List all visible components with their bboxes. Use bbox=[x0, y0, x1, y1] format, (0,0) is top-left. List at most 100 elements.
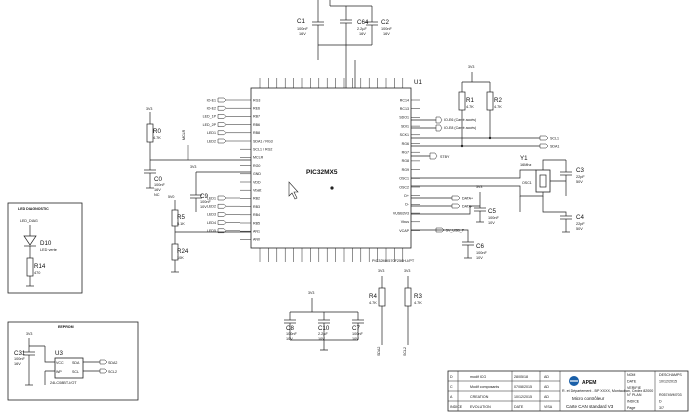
net-scl2[interactable]: SCL2 bbox=[99, 368, 117, 374]
scl2-vertical: SCL2 bbox=[403, 347, 407, 356]
mcu-right-pin-label: D+ bbox=[404, 194, 409, 198]
led-diagnostic-box: LED DIAGNOSTIC LED_DIAG D10 LED verte R1… bbox=[7, 202, 83, 294]
mcu-right-pin-label: RG7 bbox=[402, 151, 409, 155]
c6-ref: C6 bbox=[476, 243, 484, 250]
resistor-r5[interactable]: R5 5.1K bbox=[171, 200, 185, 232]
cap-c31[interactable]: C31 100nF 16V bbox=[14, 350, 35, 386]
r3-ref: R3 bbox=[414, 293, 422, 300]
tb-field-label: VERIFIE bbox=[627, 386, 642, 390]
eeprom-box-frame bbox=[7, 321, 139, 401]
mcu-right-pin-label: OSC1 bbox=[399, 177, 409, 181]
rev-by: VISA bbox=[544, 405, 553, 409]
left-lower-net-flag[interactable] bbox=[217, 195, 227, 201]
cap-c8[interactable]: C8 100nF 10V bbox=[284, 312, 297, 341]
r14-value: 470 bbox=[34, 271, 40, 275]
r3-supply: 3V3 bbox=[404, 269, 410, 273]
cap-c64[interactable]: C64 2.2µF 16V bbox=[329, 0, 369, 45]
inhibit-labels: IO-E6 (Carré accès) IO-E8 (Carré accès) bbox=[411, 116, 476, 132]
left-lower-net-label: LED1 bbox=[207, 196, 216, 200]
net-stby[interactable]: STBY bbox=[411, 152, 450, 160]
resistor-r4[interactable]: R4 4.7K bbox=[369, 276, 386, 318]
left-net-flag[interactable] bbox=[217, 105, 227, 111]
i2c-wires bbox=[411, 137, 540, 147]
c1-ref: C1 bbox=[297, 18, 305, 25]
resistor-r14[interactable]: R14 470 bbox=[26, 257, 46, 287]
left-net-flag[interactable] bbox=[217, 138, 227, 144]
led-d10[interactable]: D10 LED verte bbox=[23, 235, 57, 258]
cap-c6[interactable]: C6 100nF 10V bbox=[411, 229, 487, 260]
cap-c0[interactable]: C0 100nF 16V NC bbox=[144, 160, 165, 197]
right-net-flag[interactable] bbox=[539, 135, 549, 141]
crystal-y1[interactable]: Y1 16Mhz bbox=[520, 155, 551, 193]
cap-c2[interactable]: C2 100nF 16V bbox=[366, 6, 392, 45]
c3-ref: C3 bbox=[576, 167, 584, 174]
cap-c9[interactable]: C9 100nF 10V bbox=[190, 172, 211, 212]
resistor-r2[interactable]: R2 4.7K bbox=[486, 91, 502, 138]
mcu-right-pin-label: SDO1 bbox=[399, 116, 409, 120]
rev-text: EVOLUTION bbox=[470, 405, 491, 409]
left-net-flag[interactable] bbox=[217, 97, 227, 103]
c31-value: 100nF bbox=[14, 357, 25, 361]
mcu-left-pin-label: RB7 bbox=[253, 115, 260, 119]
tb-field-label: Page bbox=[627, 406, 635, 410]
pullup-supply: 3V3 bbox=[468, 65, 474, 69]
cap-c4[interactable]: C4 22pF 50V bbox=[542, 196, 585, 233]
tb-field-value: R05749/M703 bbox=[659, 393, 682, 397]
cap-c5[interactable]: C5 100nF 10V bbox=[474, 192, 499, 225]
cap-c3[interactable]: C3 22pF 50V bbox=[560, 160, 585, 196]
scl2-label: SCL2 bbox=[108, 370, 117, 374]
cap-c1[interactable]: C1 100nF 16V bbox=[297, 0, 324, 45]
left-lower-net-flag[interactable] bbox=[217, 228, 227, 234]
y1-value: 16Mhz bbox=[520, 163, 531, 167]
tb-field-label: NOM bbox=[627, 373, 635, 377]
left-lower-net-flag[interactable] bbox=[217, 203, 227, 209]
resistor-r3[interactable]: R3 4.7K bbox=[404, 276, 422, 318]
rev-index: C bbox=[450, 385, 453, 389]
resistor-r1[interactable]: R1 4.7K bbox=[458, 91, 474, 146]
cap-c7[interactable]: C7 100nF 10V bbox=[352, 312, 364, 341]
mcu-top-pins bbox=[259, 78, 404, 88]
eeprom-supply: 3V3 bbox=[26, 332, 32, 336]
tb-field-label: DATE bbox=[627, 380, 637, 384]
c3-voltage: 50V bbox=[576, 180, 583, 184]
c64-voltage: 16V bbox=[359, 32, 366, 36]
left-net-flag[interactable] bbox=[217, 114, 227, 119]
r1-value: 4.7K bbox=[466, 105, 474, 109]
left-lower-net-flag[interactable] bbox=[217, 212, 227, 217]
c8-voltage: 10V bbox=[286, 337, 293, 341]
c31-voltage: 16V bbox=[14, 362, 21, 366]
u3-pin-scl: SCL bbox=[72, 370, 79, 374]
right-net-flag[interactable] bbox=[539, 143, 549, 149]
resistor-r24[interactable]: R24 10K bbox=[171, 232, 189, 273]
left-net-flag[interactable] bbox=[217, 130, 227, 136]
company-note: R. et Département - BP XXXX, Montauban, … bbox=[562, 389, 653, 393]
c7-value: 100nF bbox=[352, 332, 363, 336]
left-lower-net-flag[interactable] bbox=[217, 220, 227, 225]
eeprom-box: EEPROM 3V3 C31 100nF 16V U3 VCC SDA WP S… bbox=[7, 321, 139, 401]
right-net-flag[interactable] bbox=[451, 195, 461, 201]
c8-ref: C8 bbox=[286, 325, 294, 332]
c64-value: 2.2µF bbox=[357, 27, 367, 31]
r0-value: 4.7K bbox=[153, 136, 161, 140]
eeprom-box-title: EEPROM bbox=[58, 325, 74, 329]
left-net-flag[interactable] bbox=[217, 122, 227, 127]
mcu-right-pin-label: RG8 bbox=[402, 159, 409, 163]
right-net-flag[interactable] bbox=[451, 203, 461, 209]
c0-extra: NC bbox=[154, 193, 160, 197]
mcu-u1[interactable]: U1 PIC32MX5 PIC32MX570F256H-I/PT RG3RE6R… bbox=[240, 78, 422, 263]
sda2-vertical: SDA2 bbox=[377, 347, 381, 356]
mcu-left-pin-label: RG0 bbox=[253, 164, 260, 168]
cap-c10[interactable]: C10 2.2µF 10V bbox=[318, 312, 330, 341]
resistor-r0[interactable]: R0 4.7K bbox=[146, 112, 161, 160]
r0-supply: 3V3 bbox=[146, 107, 152, 111]
mcu-right-pins: RC14RC13SDO1SDI1SCK1RG6RG7RG8RG9OSC1OSC2… bbox=[393, 98, 420, 233]
eeprom-u3[interactable]: U3 VCC SDA WP SCL 24LC08BT-I/OT bbox=[50, 350, 84, 385]
c0-ref: C0 bbox=[154, 176, 162, 183]
net-sda2[interactable]: SDA2 bbox=[99, 359, 117, 365]
r5-supply: 5V0 bbox=[168, 195, 174, 199]
right-net-flag[interactable] bbox=[435, 227, 445, 233]
mcu-left-pin-label: RB8 bbox=[253, 131, 260, 135]
mcu-bottom-pins bbox=[259, 248, 404, 262]
rev-text: Modif composants bbox=[470, 385, 499, 389]
